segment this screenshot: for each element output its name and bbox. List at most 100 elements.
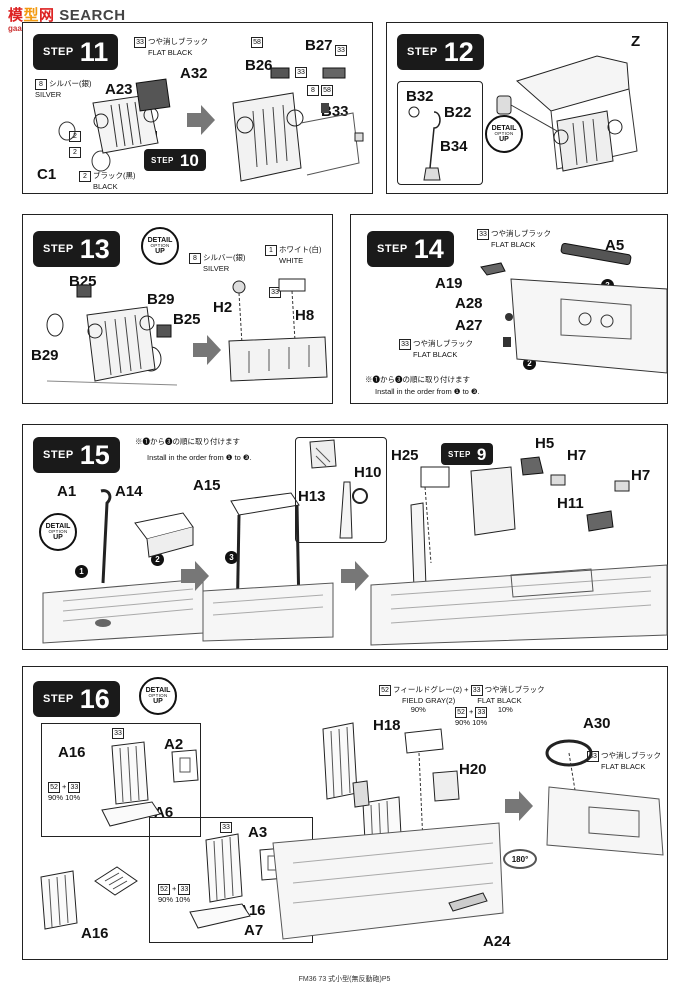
- flow-arrow-11: [187, 105, 215, 135]
- step-16-badge: STEP 16: [33, 681, 120, 717]
- rotate-180-icon: 180°: [503, 849, 537, 869]
- part-b26-label: B26: [245, 57, 273, 74]
- callout-8b: 8: [307, 85, 319, 96]
- part-b29a-label: B29: [147, 291, 175, 308]
- step-13-badge: STEP 13: [33, 231, 120, 267]
- order-note-en-15: Install in the order from ❶ to ❸.: [147, 453, 252, 462]
- detail-option-up-badge-13: DETAIL OPTION UP: [141, 227, 179, 265]
- rollbar-illustration: [202, 492, 334, 642]
- grille-lights-illustration: [46, 284, 178, 386]
- part-h8-label: H8: [295, 307, 315, 324]
- part-h7a-label: H7: [567, 447, 587, 464]
- part-h7b-label: H7: [631, 467, 651, 484]
- front-body-illustration: [232, 67, 364, 182]
- flow-arrow-13: [193, 335, 221, 365]
- part-b34-label: B34: [440, 138, 468, 155]
- detail-option-up-badge-15: DETAIL OPTION UP: [39, 513, 77, 551]
- step-12-badge: STEP 12: [397, 34, 484, 70]
- seat-a-illustration: [101, 741, 199, 827]
- step-9-badge: STEP 9: [441, 443, 494, 465]
- detail-option-up-badge-16: DETAIL OPTION UP: [139, 677, 177, 715]
- dash-plates-illustration: [228, 278, 328, 382]
- callout-33b: 33: [295, 67, 307, 78]
- step-10-badge: STEP 10: [144, 149, 206, 171]
- rear-bed-illustration: [370, 456, 668, 646]
- callout-33-seat-b: 33: [220, 822, 232, 833]
- callout-2b: 2: [69, 147, 81, 158]
- seat-b-illustration: [189, 833, 287, 929]
- callout-58a: 58: [251, 37, 263, 48]
- part-a6-label: A6: [154, 804, 174, 821]
- step-12-panel: STEP 12 Z B32 B22 B34 DETAIL OPTION UP: [386, 22, 668, 194]
- part-c1-label: C1: [37, 166, 57, 183]
- part-a28-label: A28: [455, 295, 483, 312]
- grille-illustration: [58, 78, 171, 172]
- part-a3-label: A3: [248, 824, 268, 841]
- order-note-en-14: Install in the order from ❶ to ❸.: [375, 387, 480, 396]
- dashboard-illustration: [480, 242, 668, 374]
- callout-33-13: 33: [269, 287, 281, 298]
- order-marker-15-2: 2: [151, 553, 164, 566]
- b-parts-illustration: [408, 106, 441, 181]
- part-a16a-label: A16: [58, 744, 86, 761]
- watermark-logo: 模型网 SEARCH: [8, 7, 126, 24]
- callout-58b: 58: [321, 85, 333, 96]
- part-h5-label: H5: [535, 435, 555, 452]
- inset-h-parts: H10 H13: [295, 437, 387, 543]
- part-h2-label: H2: [213, 299, 233, 316]
- flow-arrow-15b: [341, 561, 369, 591]
- inset-b-parts: B32 B22 B34: [397, 81, 483, 185]
- part-a7-label: A7: [244, 922, 264, 939]
- flow-arrow-15a: [181, 561, 209, 591]
- part-b32-label: B32: [406, 88, 434, 105]
- order-note-jp-15: ※❶から❸の順に取り付けます: [135, 437, 240, 446]
- order-marker-15-1: 1: [75, 565, 88, 578]
- part-a24-label: A24: [483, 933, 511, 950]
- inset-seat-a: 33 A16 A2 52+33 90% 10% A6: [41, 723, 201, 837]
- part-a15-label: A15: [193, 477, 221, 494]
- detail-option-up-badge: DETAIL OPTION UP: [485, 115, 523, 153]
- seatback-rear-illustration: [40, 866, 138, 930]
- part-b29b-label: B29: [31, 347, 59, 364]
- part-h20-label: H20: [459, 761, 487, 778]
- part-h13-label: H13: [298, 488, 326, 505]
- mix-note-h18: 52+33 90% 10%: [455, 707, 488, 727]
- part-h18-label: H18: [373, 717, 401, 734]
- part-b22-label: B22: [444, 104, 472, 121]
- jeep-top-illustration: [496, 55, 638, 172]
- step-14-badge: STEP 14: [367, 231, 454, 267]
- part-a27-label: A27: [455, 317, 483, 334]
- part-h10-label: H10: [354, 464, 382, 481]
- callout-33a: 33: [335, 45, 347, 56]
- part-b27-label: B27: [305, 37, 333, 54]
- order-note-jp-14: ※❶から❸の順に取り付けます: [365, 375, 470, 384]
- part-h25-label: H25: [391, 447, 419, 464]
- page-footer: FM36 73 式小型(無反動砲)P5: [298, 976, 391, 983]
- rear-left-illustration: [42, 489, 204, 644]
- part-a30-label: A30: [583, 715, 611, 732]
- flow-arrow-16: [505, 791, 533, 821]
- part-a16c-label: A16: [81, 925, 109, 942]
- h-parts-illustration: [309, 439, 368, 539]
- mix-note-seat-a: 52+33 90% 10%: [48, 782, 81, 802]
- part-a1-label: A1: [57, 483, 77, 500]
- part-b25b-label: B25: [173, 311, 201, 328]
- part-h11-label: H11: [557, 495, 584, 512]
- vehicle-seats-illustration: [272, 722, 504, 940]
- callout-33-seat-a: 33: [112, 728, 124, 739]
- part-a23-label: A23: [105, 81, 133, 98]
- order-marker-15-3: 3: [225, 551, 238, 564]
- part-a2-label: A2: [164, 736, 184, 753]
- part-a5-label: A5: [605, 237, 625, 254]
